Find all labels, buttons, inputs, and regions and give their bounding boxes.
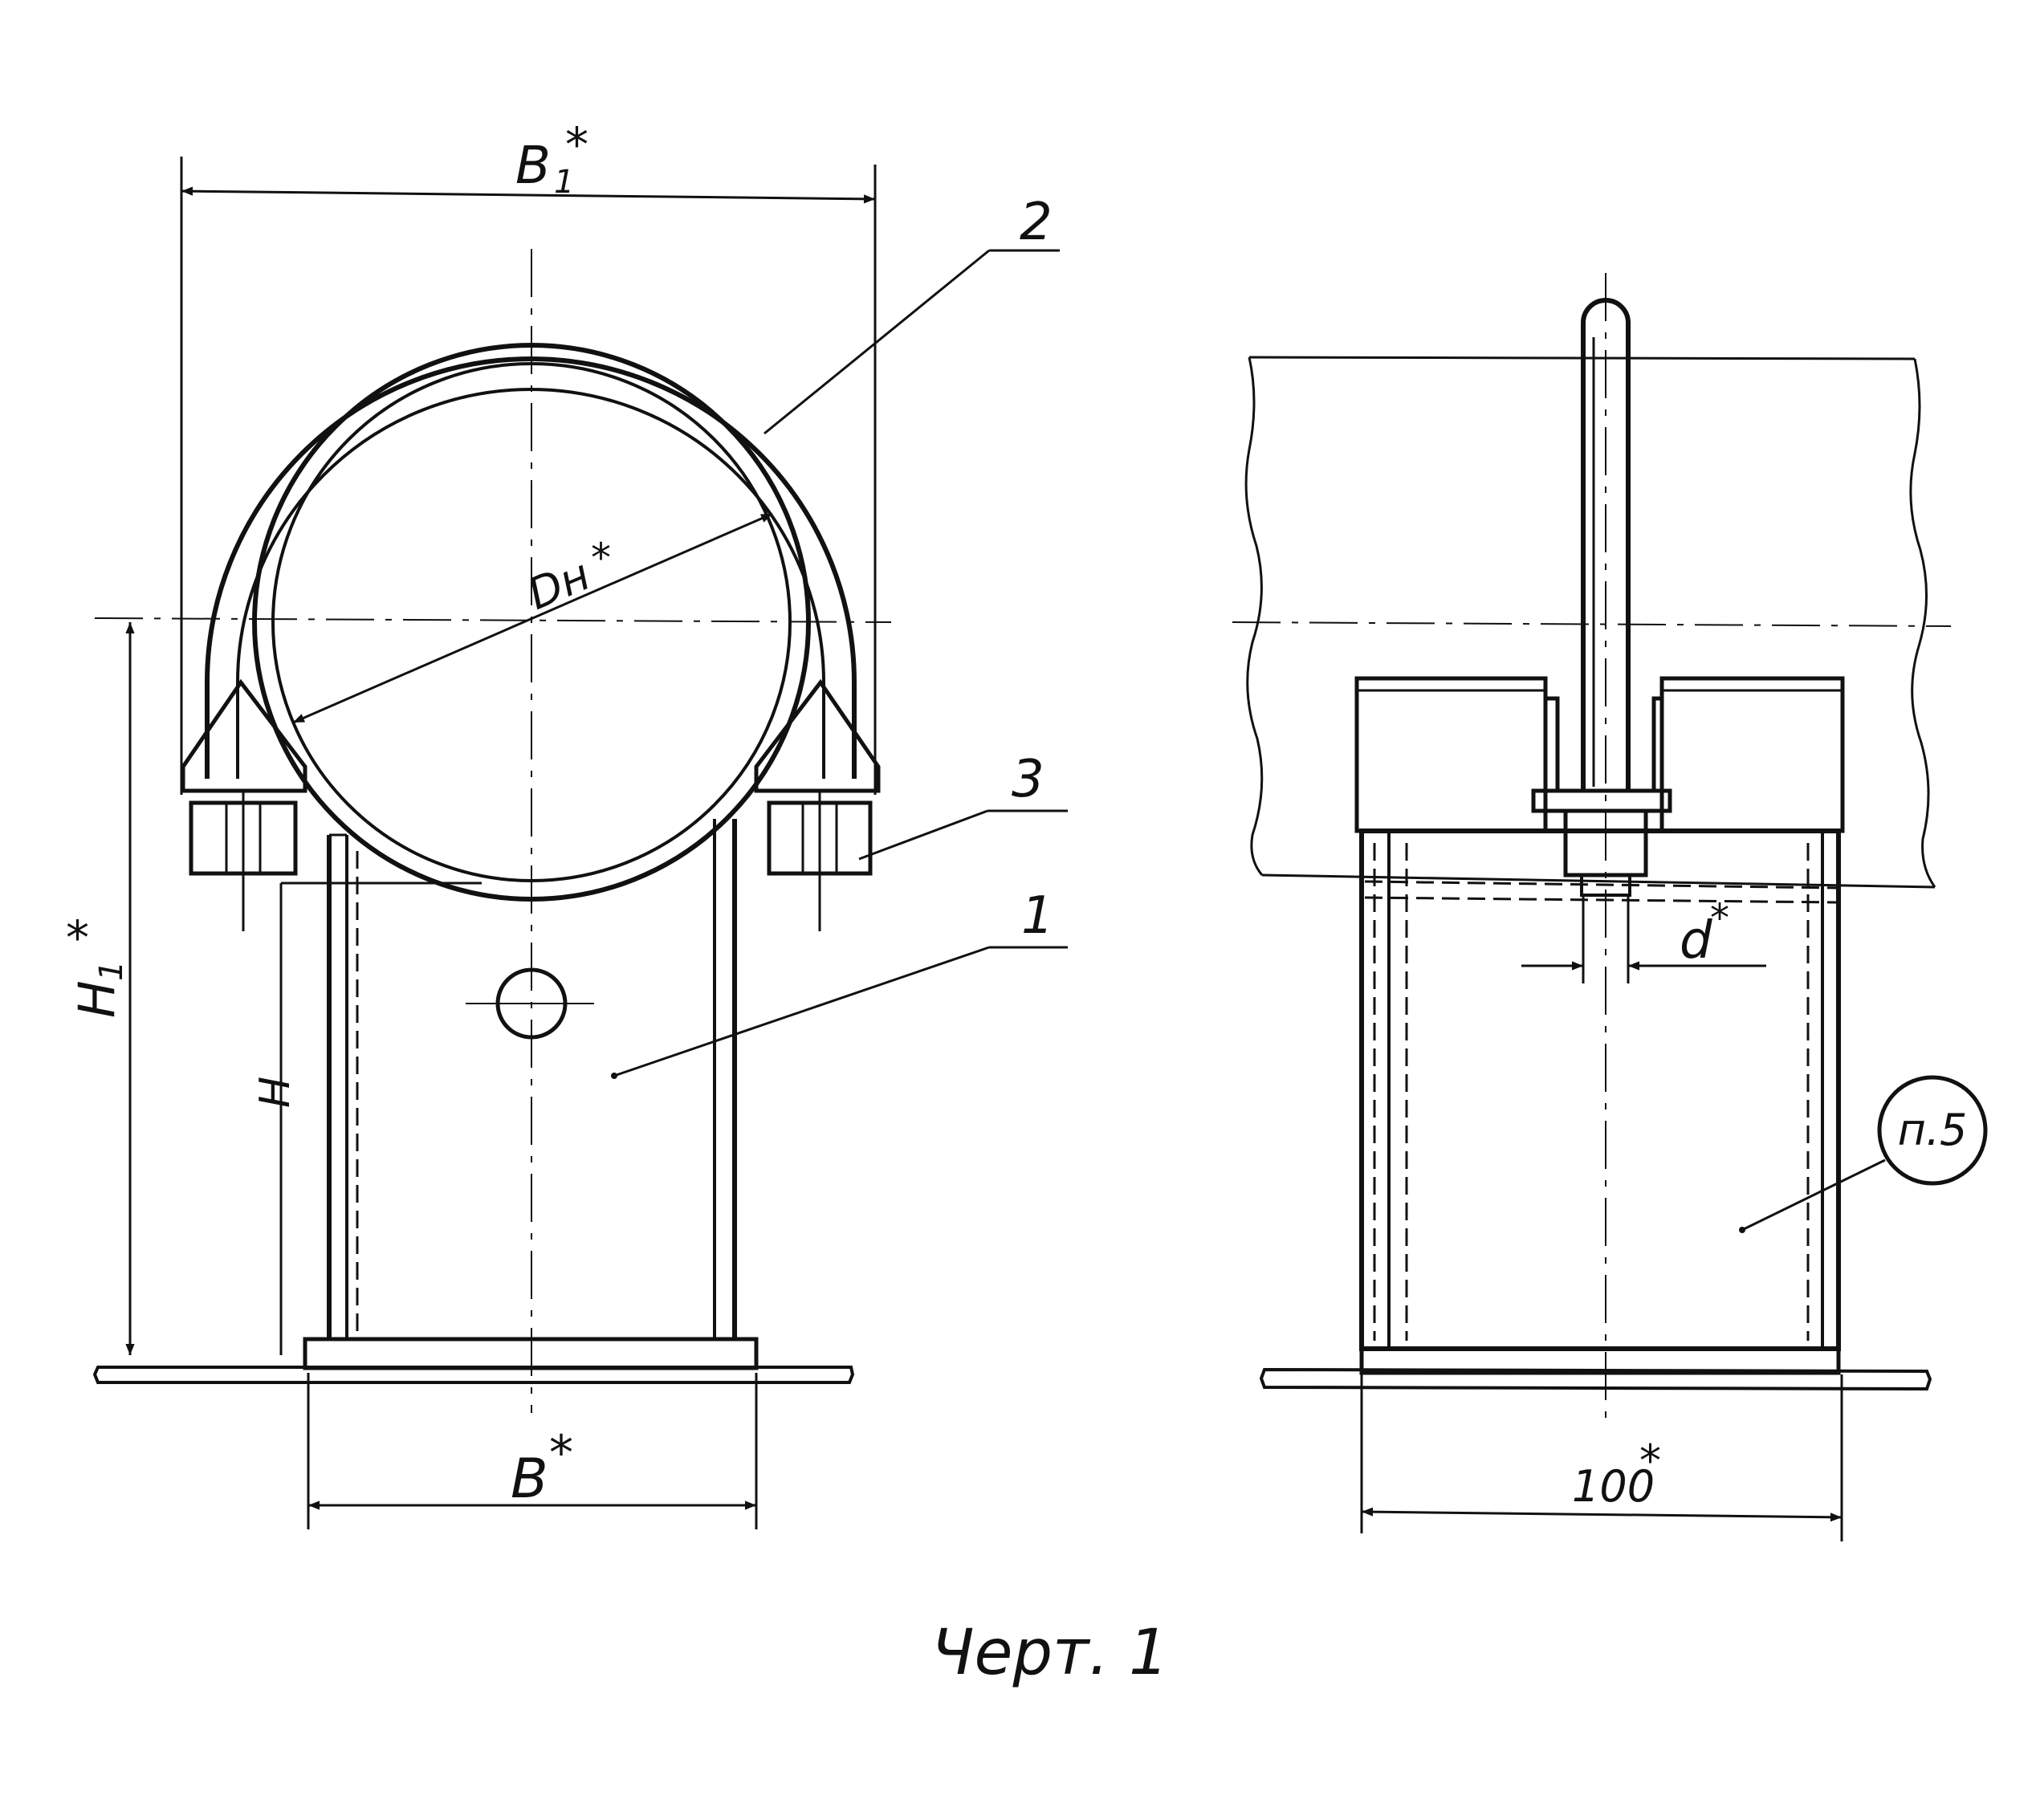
dim-b-star: * <box>549 1425 573 1481</box>
dim-h: H <box>251 881 482 1355</box>
front-nuts <box>189 791 873 931</box>
front-support-body <box>327 819 737 1339</box>
note-callout: п.5 <box>1739 1075 1988 1233</box>
side-clamp-ears <box>1354 676 1845 833</box>
leader-2-label: 2 <box>1020 193 1053 252</box>
dim-b1-label: B <box>515 136 551 196</box>
leader-3-label: 3 <box>1012 750 1044 809</box>
drawing-caption: Черт. 1 <box>931 1617 1169 1689</box>
dim-h1-star: * <box>66 910 89 965</box>
front-view: B 1 * Dн * 2 3 1 <box>66 117 1068 1529</box>
dim-h1-label: H <box>67 980 126 1018</box>
side-ground <box>1259 1367 1932 1391</box>
side-support-body <box>1359 829 1841 1351</box>
leader-1: 1 <box>611 886 1068 1079</box>
dim-h1: H 1 * <box>66 622 135 1355</box>
dim-100-star: * <box>1639 1435 1661 1486</box>
dim-dn: Dн * <box>292 512 773 724</box>
leader-2: 2 <box>764 193 1060 435</box>
dim-b1: B 1 * <box>180 117 877 795</box>
dim-d-label: d <box>1680 911 1712 971</box>
side-center-lines <box>1232 273 1952 1425</box>
dim-100-label: 100 <box>1572 1461 1655 1512</box>
dim-d: d * <box>1521 895 1766 983</box>
dim-d-star: * <box>1710 896 1729 941</box>
dim-b1-star: * <box>565 117 588 172</box>
dim-h-label: H <box>251 1077 299 1108</box>
dim-100: 100 * <box>1360 1374 1843 1541</box>
front-ground <box>92 1366 855 1384</box>
dim-b-label: B <box>511 1447 548 1511</box>
dim-b1-subscript: 1 <box>554 164 574 201</box>
side-view: d * 100 * п.5 <box>1232 273 1988 1541</box>
leader-1-label: 1 <box>1021 886 1054 946</box>
front-center-lines <box>94 249 892 1413</box>
leader-3: 3 <box>858 750 1068 861</box>
dim-dn-star: * <box>591 535 611 581</box>
note-label: п.5 <box>1898 1105 1968 1155</box>
dim-b: B * <box>307 1373 758 1529</box>
dim-h1-subscript: 1 <box>93 961 130 981</box>
front-mounting-hole <box>466 967 594 1040</box>
